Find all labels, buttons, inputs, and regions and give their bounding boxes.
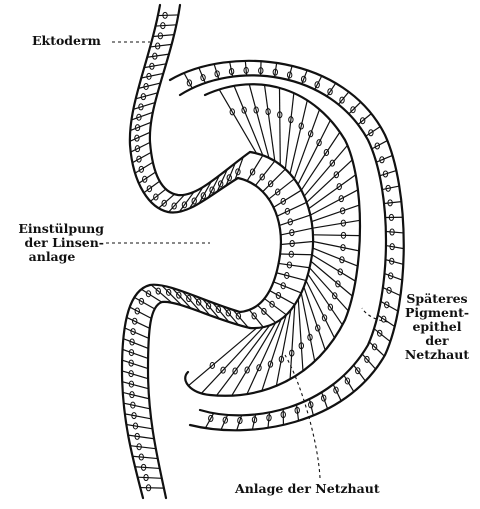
cell-wall — [130, 446, 156, 449]
cell-wall — [232, 323, 276, 396]
cell-wall — [265, 85, 275, 161]
cell-wall — [123, 349, 149, 358]
cell-wall — [308, 274, 342, 325]
cell-wall — [313, 241, 359, 250]
cell-wall — [123, 339, 148, 349]
cell-wall — [279, 215, 310, 225]
cell-wall — [264, 299, 286, 315]
cell-wall — [125, 414, 151, 419]
cell-wall — [136, 93, 158, 99]
cell-wall — [133, 103, 155, 110]
cell-wall — [249, 310, 263, 327]
spaeteres-line-2: Pigment- — [395, 306, 479, 320]
cell-wall — [122, 382, 148, 389]
cell-wall — [280, 254, 312, 255]
cell-wall — [127, 317, 150, 328]
cell-wall — [158, 15, 178, 16]
ektoderm-inner-line — [148, 5, 250, 498]
cell-wall — [285, 93, 293, 169]
einstuelpung-label: Einstülpung der Linsen- anlage — [0, 222, 104, 264]
cell-wall — [374, 329, 390, 342]
cell-wall — [141, 73, 163, 78]
einstuelpung-line-1: Einstülpung — [0, 222, 104, 236]
cell-wall — [135, 162, 153, 173]
cell-wall — [219, 90, 256, 154]
cell-wall — [132, 456, 157, 458]
cell-wall — [139, 172, 156, 183]
cell-wall — [132, 152, 151, 162]
cell-wall — [130, 307, 152, 318]
cell-wall — [128, 435, 154, 439]
cell-wall — [312, 205, 360, 222]
cell-wall — [138, 477, 162, 478]
cell-wall — [130, 132, 150, 141]
cell-wall — [281, 241, 313, 244]
spaeteres-line-1: Späteres — [395, 292, 479, 306]
cell-wall — [290, 305, 295, 380]
cell-wall — [276, 273, 306, 281]
einstuelpung-line-2: der Linsen- — [0, 236, 104, 250]
cell-wall — [138, 83, 160, 88]
cell-wall — [301, 293, 314, 361]
spaeteres-line-3: epithel — [395, 320, 479, 334]
cell-wall — [122, 360, 148, 368]
einstuelpung-line-3: anlage — [0, 250, 104, 264]
cell-wall — [144, 64, 166, 68]
ektoderm-label: Ektoderm — [32, 34, 101, 48]
cell-wall — [134, 297, 154, 309]
cell-wall — [270, 291, 295, 305]
cell-wall — [126, 425, 152, 429]
cell-wall — [258, 305, 276, 322]
cell-wall — [281, 228, 313, 235]
cell-wall — [290, 100, 307, 173]
cell-wall — [313, 235, 360, 236]
cell-wall — [135, 467, 160, 469]
cell-wall — [217, 325, 270, 395]
pigment-inner-line — [180, 75, 386, 415]
cell-wall — [140, 488, 164, 489]
cell-wall — [384, 274, 402, 280]
cell-wall — [279, 263, 310, 267]
cell-wall — [298, 120, 330, 184]
cell-wall — [123, 392, 149, 398]
cell-wall — [131, 142, 150, 152]
cell-wall — [122, 371, 148, 379]
cell-wall — [156, 25, 177, 26]
cell-wall — [130, 122, 151, 130]
cell-wall — [277, 202, 307, 216]
cell-wall — [153, 35, 174, 37]
cell-wall — [279, 88, 280, 165]
retina-outer-line — [185, 84, 360, 395]
lens-pit-line — [238, 178, 281, 312]
cell-wall — [131, 112, 152, 120]
spaeteres-line-5: Netzhaut — [395, 348, 479, 362]
cell-wall — [147, 54, 169, 57]
cell-wall — [313, 220, 360, 228]
cell-wall — [150, 44, 172, 47]
cell-wall — [125, 328, 149, 338]
cell-wall — [274, 282, 302, 293]
cell-wall — [201, 327, 263, 393]
spaeteres-pigmentepithel-label: Späteres Pigment- epithel der Netzhaut — [395, 292, 479, 362]
cell-wall — [124, 403, 150, 409]
cell-wall — [313, 248, 358, 266]
anlage-der-netzhaut-label: Anlage der Netzhaut — [235, 482, 380, 496]
spaeteres-line-4: der — [395, 334, 479, 348]
cell-wall — [298, 299, 303, 371]
